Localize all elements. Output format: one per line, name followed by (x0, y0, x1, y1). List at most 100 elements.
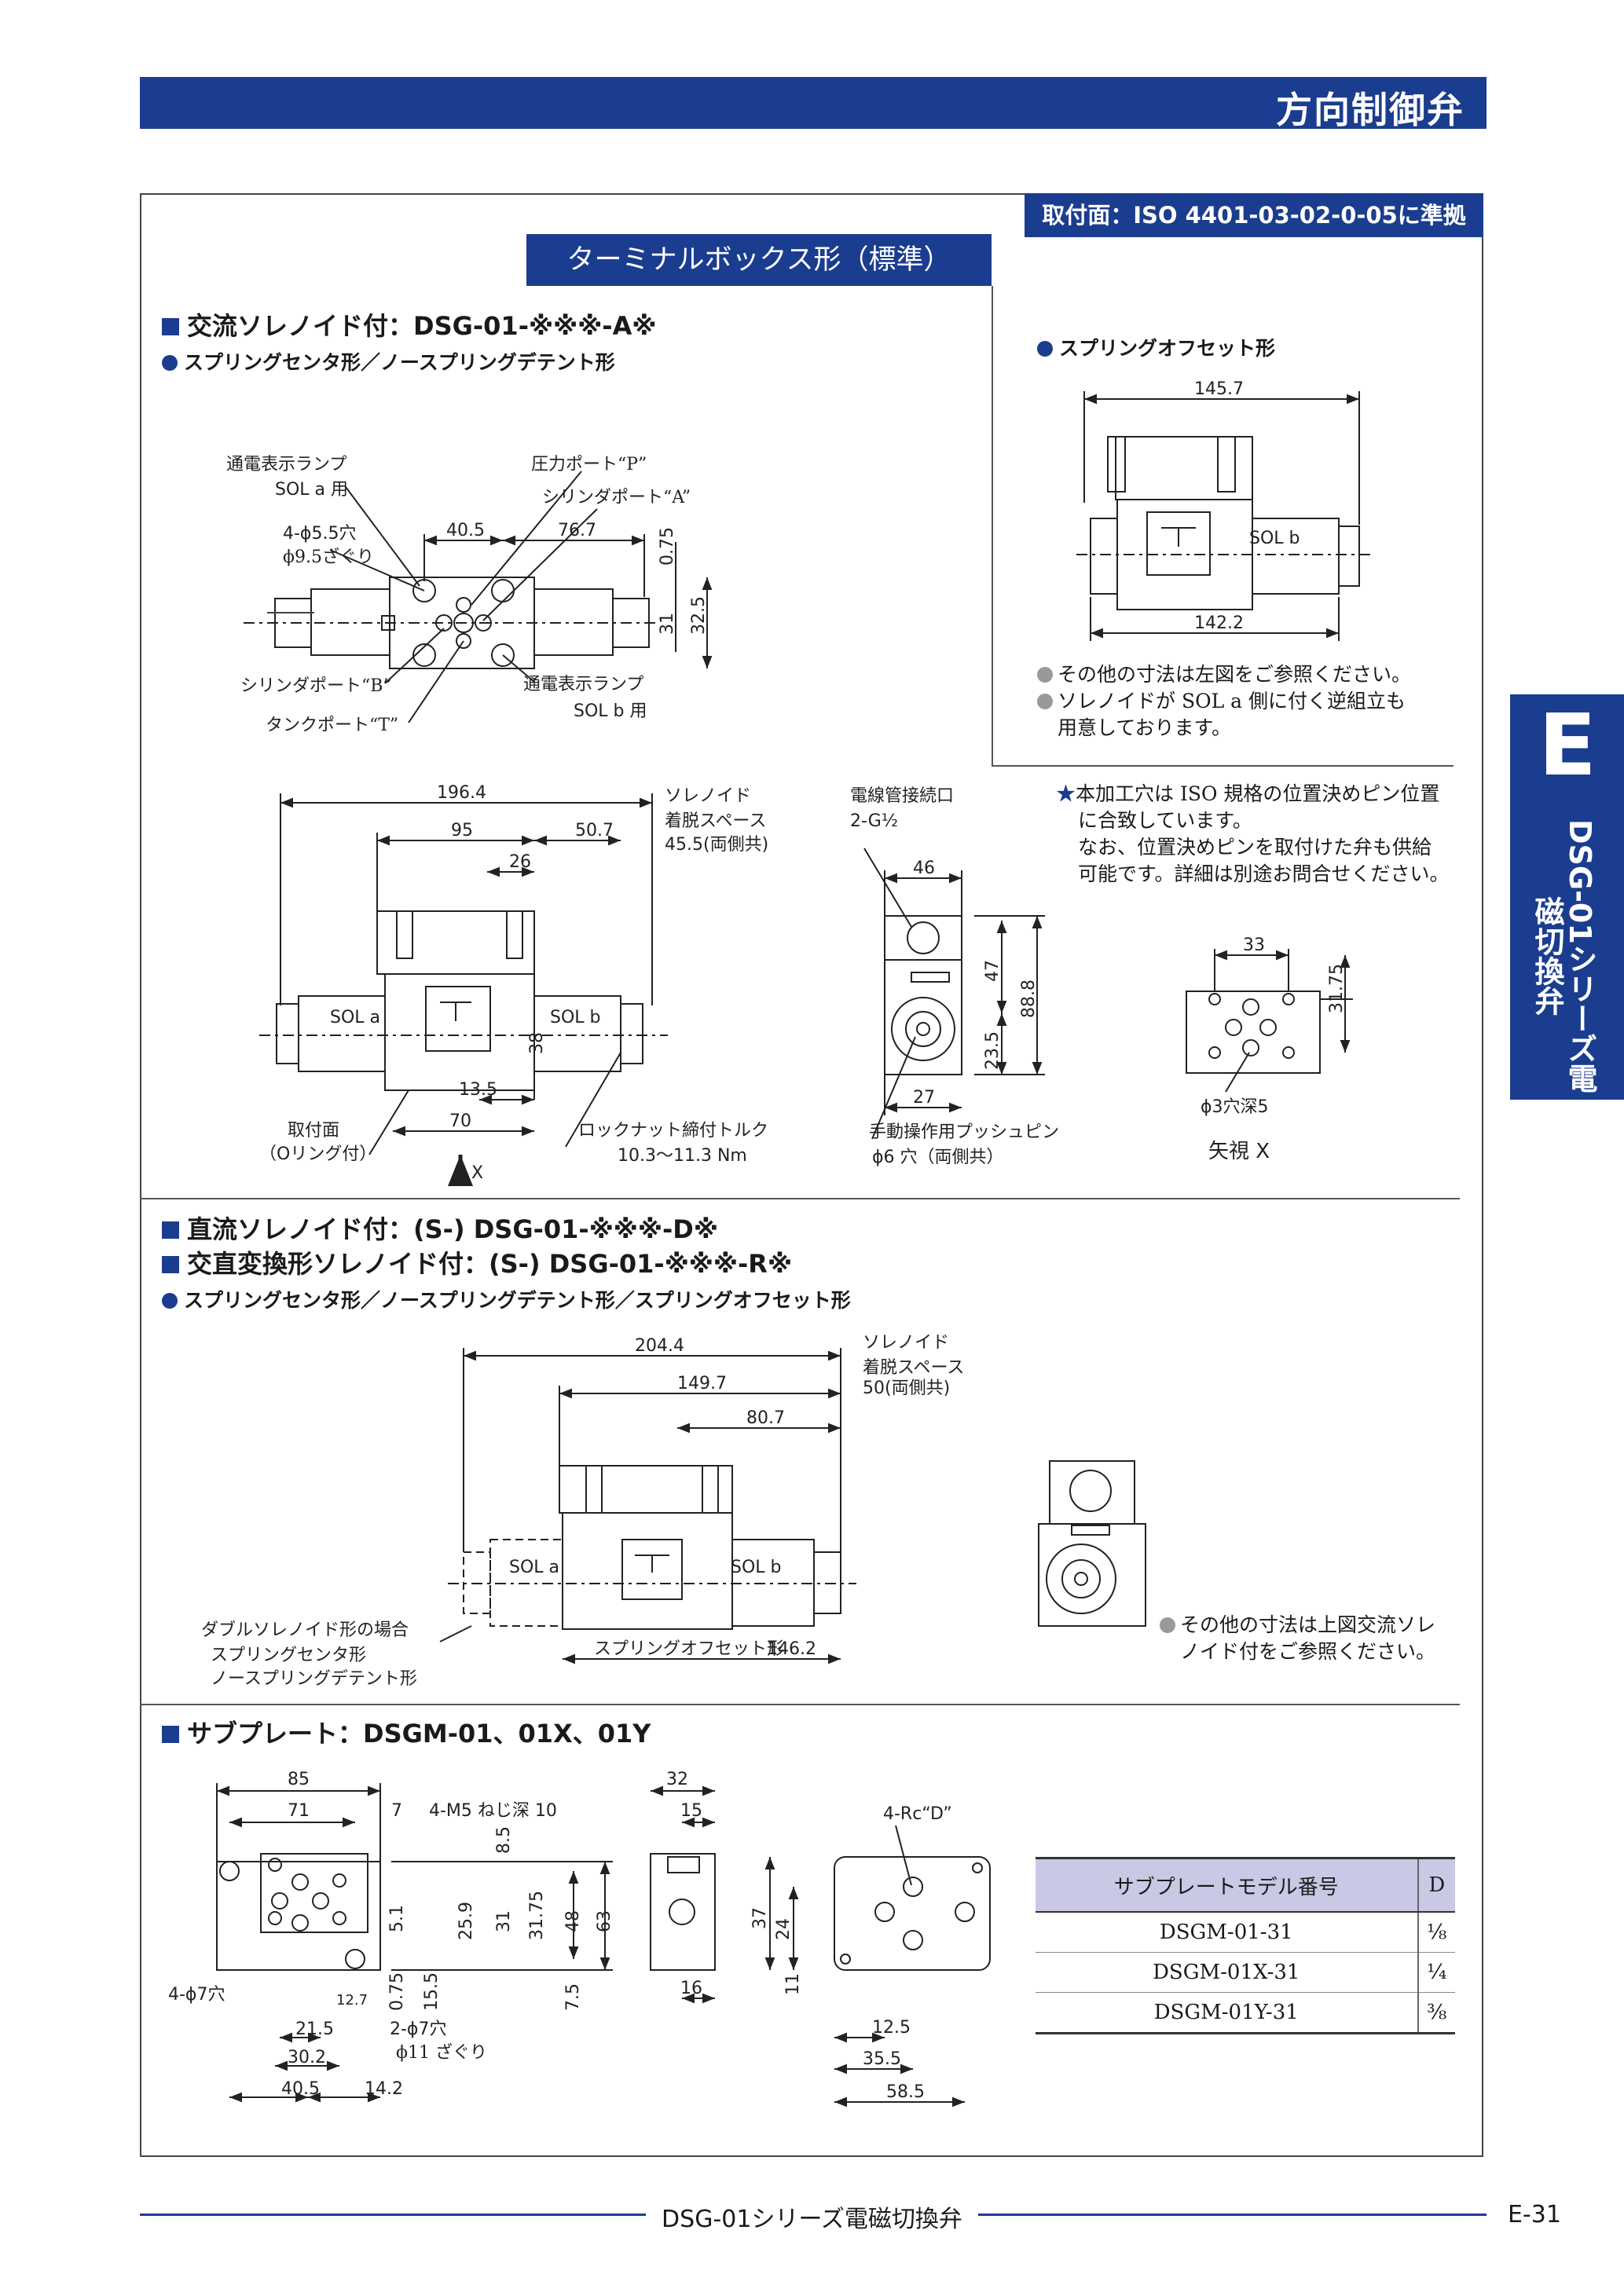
dim-46: 46 (913, 859, 935, 878)
dim-32-5: 32.5 (689, 596, 709, 635)
table-header-model: サブプレートモデル番号 (1036, 1857, 1419, 1913)
sub-dim-12-5: 12.5 (872, 2018, 911, 2038)
gray-dot-icon (1160, 1617, 1175, 1633)
dim-31: 31 (658, 613, 677, 635)
sub-dim-58-5: 58.5 (886, 2082, 925, 2102)
dc-note: その他の寸法は上図交流ソレ ノイド付をご参照ください。 (1160, 1612, 1474, 1665)
push-pin-hole: ϕ6 穴（両側共） (872, 1148, 1004, 1167)
sub-dim-7-5: 7.5 (563, 1983, 583, 2011)
dim-70: 70 (449, 1111, 471, 1131)
sub-side-dim-15: 15 (680, 1801, 702, 1821)
sub-holes-4-label: 4-ϕ7穴 (168, 1985, 225, 2005)
sub-dim-21-5: 21.5 (295, 2020, 334, 2039)
subplate-side-drawing (650, 1853, 716, 1971)
solenoid-space-3: 45.5(両側共) (665, 835, 768, 855)
sub-dim-12-7: 12.7 (336, 1992, 368, 2009)
solenoid-space-2: 着脱スペース (665, 811, 766, 831)
dim-196-4: 196.4 (437, 783, 486, 803)
sub-dim-11: 11 (783, 1973, 803, 1995)
o-ring-label: （Oリング付） (259, 1144, 376, 1164)
dc-offset-dim: 146.2 (767, 1639, 816, 1659)
side-view-drawing (884, 915, 962, 1075)
dc-solenoid-space-3: 50(両側共) (863, 1379, 950, 1398)
sub-dim-0-75: 0.75 (387, 1972, 407, 2011)
sub-counterbore-label: ϕ11 ざぐり (396, 2042, 487, 2063)
table-header-d: D (1417, 1857, 1455, 1913)
lamp-b-label: 通電表示ランプ (523, 675, 643, 694)
circle-bullet-icon (162, 1293, 178, 1309)
dim-13-5: 13.5 (459, 1080, 497, 1100)
section-dc-title: 直流ソレノイド付：(S-) DSG-01-※※※-D※ (162, 1210, 718, 1246)
double-solenoid-label: ダブルソレノイド形の場合 (201, 1620, 409, 1640)
sub-dim-15-5: 15.5 (422, 1972, 442, 2011)
double-spring-center: スプリングセンタ形 (211, 1646, 366, 1665)
dc-solenoid-space-2: 着脱スペース (863, 1358, 964, 1378)
subplate-bottom-drawing (834, 1856, 991, 1971)
holes-label: 4-ϕ5.5穴 (283, 524, 356, 544)
arrow-x-label: X (471, 1163, 483, 1183)
sub-dim-7: 7 (391, 1801, 402, 1821)
dc-offset-label: スプリングオフセット形 (594, 1639, 784, 1659)
port-p-label: 圧力ポート“P” (531, 455, 647, 474)
dim-88-8: 88.8 (1019, 980, 1039, 1018)
double-no-spring: ノースプリングデテント形 (211, 1669, 417, 1689)
mounting-face-label: 取付面 (288, 1121, 339, 1141)
subplate-front-drawing (216, 1853, 381, 1971)
chapter-letter: E (1538, 697, 1597, 795)
view-x-drawing (1186, 991, 1321, 1074)
port-t-label: タンクポート“T” (266, 716, 398, 735)
sub-dim-48: 48 (563, 1910, 583, 1932)
solenoid-space-1: ソレノイド (665, 786, 751, 806)
section-rectified-title: 交直変換形ソレノイド付：(S-) DSG-01-※※※-R※ (162, 1244, 792, 1280)
dc-sol-b: SOL b (731, 1558, 782, 1577)
offset-sol-b: SOL b (1249, 529, 1300, 548)
sol-a-label: SOL a (330, 1008, 380, 1027)
circle-bullet-icon (162, 355, 178, 371)
torque-label: ロックナット締付トルク (578, 1121, 768, 1141)
spring-offset-drawing (1076, 436, 1375, 610)
dim-95: 95 (451, 821, 473, 840)
star-note-line-1: ★本加工穴は ISO 規格の位置決めピン位置 (1056, 782, 1440, 805)
offset-notes: その他の寸法は左図をご参照ください。 ソレノイドが SOL a 側に付く逆組立も… (1037, 661, 1446, 742)
section-subplate-title: サブプレート：DSGM-01、01X、01Y (162, 1714, 651, 1750)
page-number: E-31 (1508, 2201, 1561, 2228)
table-header-row: サブプレートモデル番号 D (1036, 1857, 1455, 1913)
sub-m5-label: 4-M5 ねじ深 10 (429, 1801, 557, 1821)
dim-23-5: 23.5 (983, 1031, 1003, 1070)
torque-value: 10.3～11.3 Nm (618, 1146, 747, 1166)
sol-b-label: SOL b (550, 1008, 601, 1027)
star-icon: ★ (1056, 782, 1076, 805)
section-dc-subtitle: スプリングセンタ形／ノースプリングデテント形／スプリングオフセット形 (162, 1285, 851, 1313)
offset-dim-145-7: 145.7 (1194, 379, 1244, 399)
gray-dot-icon (1037, 694, 1053, 709)
sub-dim-31-75: 31.75 (527, 1891, 547, 1940)
dim-38: 38 (527, 1032, 547, 1054)
sub-rc-label: 4-Rc“D” (883, 1804, 952, 1824)
sub-dim-8-5: 8.5 (494, 1826, 514, 1854)
dim-26: 26 (509, 852, 531, 872)
sub-dim-85: 85 (288, 1770, 310, 1789)
chapter-tab: E DSG-01シリーズ電磁切換弁 (1510, 694, 1624, 1100)
sub-side-dim-16: 16 (680, 1979, 702, 1998)
port-a-label: シリンダポート“A” (542, 488, 691, 507)
sub-dim-25-9: 25.9 (456, 1902, 476, 1940)
terminal-box-title: ターミナルボックス形（標準） (526, 234, 992, 286)
sub-dim-40-5: 40.5 (281, 2079, 320, 2099)
divider-line (992, 765, 1454, 767)
lamp-a-label: 通電表示ランプ (226, 455, 346, 474)
sub-dim-5-1: 5.1 (387, 1905, 407, 1932)
dc-sol-a: SOL a (509, 1558, 559, 1577)
sub-dim-63: 63 (595, 1910, 614, 1932)
mounting-standard-label: 取付面：ISO 4401-03-02-0-05に準拠 (1025, 193, 1483, 237)
spring-offset-title: スプリングオフセット形 (1037, 333, 1275, 361)
header-bar: 方向制御弁 (140, 77, 1487, 131)
sub-dim-30-2: 30.2 (288, 2048, 326, 2067)
view-x-hole: ϕ3穴深5 (1201, 1097, 1269, 1117)
sub-dim-24: 24 (774, 1918, 794, 1940)
square-bullet-icon (162, 1221, 179, 1239)
sub-holes-2-label: 2-ϕ7穴 (390, 2020, 446, 2039)
